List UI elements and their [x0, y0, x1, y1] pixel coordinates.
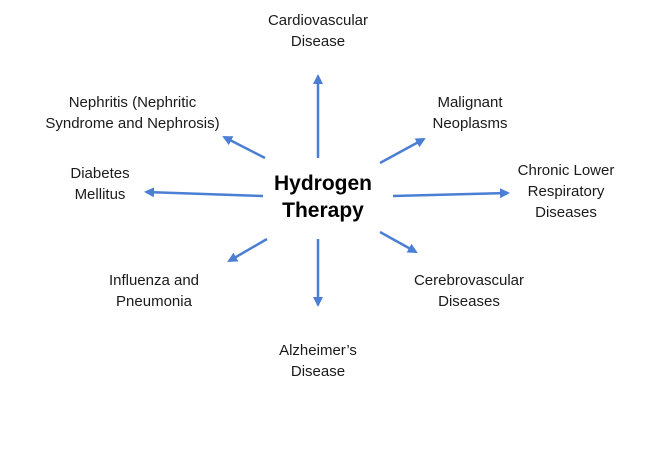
node-respiratory: Chronic Lower Respiratory Diseases [517, 162, 615, 221]
arrow-cerebrovascular [379, 230, 418, 254]
center-node: Hydrogen Therapy [273, 172, 372, 222]
arrow-influenza [227, 237, 268, 263]
arrow-nephritis [222, 135, 266, 160]
node-nephritis: Nephritis (Nephritic Syndrome and Nephro… [45, 94, 220, 132]
node-cerebrovascular: Cerebrovascular Diseases [413, 272, 525, 310]
node-cardiovascular: Cardiovascular Disease [267, 12, 369, 50]
arrow-respiratory [392, 188, 510, 199]
node-malignant: Malignant Neoplasms [432, 94, 508, 132]
node-alzheimers: Alzheimer’s Disease [279, 342, 357, 380]
arrow-malignant [379, 137, 426, 165]
arrow-diabetes [144, 187, 264, 198]
node-influenza: Influenza and Pneumonia [108, 272, 200, 310]
node-diabetes: Diabetes Mellitus [70, 165, 130, 203]
